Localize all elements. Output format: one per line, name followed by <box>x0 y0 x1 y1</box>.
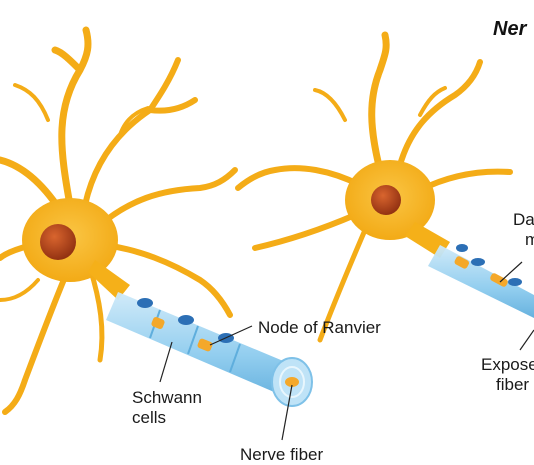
leader-schwann <box>159 341 173 383</box>
label-schwann-line2: cells <box>132 408 167 427</box>
nucleus-right <box>371 185 401 215</box>
axon-hillock-left <box>88 260 130 300</box>
diagram-title: Ner <box>493 18 527 40</box>
leader-nerve-fiber <box>281 384 293 441</box>
label-exposed-line2: fiber <box>496 375 530 394</box>
label-damaged-line2: m <box>525 230 534 249</box>
leader-node-ranvier <box>209 325 253 346</box>
label-schwann-line1: Schwann <box>132 388 202 407</box>
label-exposed-line1: Expose <box>481 355 534 374</box>
label-node-of-ranvier: Node of Ranvier <box>258 318 381 337</box>
nucleus-left <box>40 224 76 260</box>
leader-damaged <box>499 261 523 283</box>
label-nerve-fiber: Nerve fiber <box>240 445 324 464</box>
label-damaged-line1: Da <box>513 210 534 229</box>
leader-exposed <box>519 329 534 351</box>
axon-right <box>428 244 534 318</box>
